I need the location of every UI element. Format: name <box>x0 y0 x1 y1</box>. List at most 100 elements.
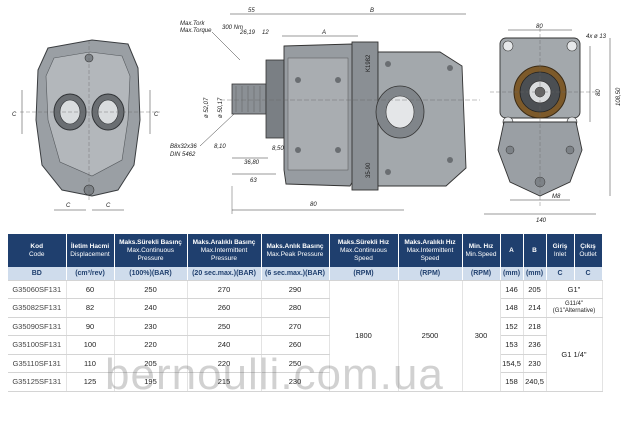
dim-rear-80v: 80 <box>596 89 602 96</box>
row-b: 240,5 <box>523 372 547 392</box>
unit-outlet: C <box>574 267 603 281</box>
dim-80: 80 <box>310 202 317 208</box>
row-inter-pressure: 270 <box>187 280 262 299</box>
dim-c-right: C <box>154 112 159 118</box>
row-inter-pressure: 260 <box>187 298 262 318</box>
row-peak-pressure: 250 <box>261 354 330 373</box>
row-a: 158 <box>500 372 524 392</box>
inlet-alt-main: G11/4" <box>564 300 584 307</box>
header-b: B <box>523 234 547 267</box>
dim-c-bottom-right: C <box>106 203 111 209</box>
row-a: 153 <box>500 335 524 355</box>
row-b: 230 <box>523 354 547 373</box>
unit-peak-pressure: (6 sec.max.)(BAR) <box>261 267 330 281</box>
unit-code: BD <box>8 267 67 281</box>
row-b: 205 <box>523 280 547 299</box>
dim-36-80: 36,80 <box>244 160 260 166</box>
unit-inter-pressure: (20 sec.max.)(BAR) <box>187 267 262 281</box>
row-a: 146 <box>500 280 524 299</box>
row-b: 214 <box>523 298 547 318</box>
spline-din: DIN 5462 <box>170 152 196 158</box>
row-b: 236 <box>523 335 547 355</box>
row-peak-pressure: 270 <box>261 317 330 336</box>
row-displacement: 125 <box>66 372 115 392</box>
row-code: G35060SF131 <box>8 280 67 299</box>
row-displacement: 110 <box>66 354 115 373</box>
dim-rear-80: 80 <box>536 24 543 30</box>
units-row: BD (cm³/rev) (100%)(BAR) (20 sec.max.)(B… <box>8 267 603 281</box>
table-row: G35060SF131 60 250 270 290 1800 2500 300… <box>8 280 603 392</box>
row-cont-pressure: 205 <box>114 354 188 373</box>
outlet-cell: G1 1/4" <box>546 317 603 392</box>
table-row: G35100SF131 100 220 240 260 153 236 <box>8 335 602 355</box>
row-code: G35125SF131 <box>8 372 67 392</box>
unit-cont-pressure: (100%)(BAR) <box>114 267 188 281</box>
row-cont-pressure: 230 <box>114 317 188 336</box>
row-displacement: 82 <box>66 298 115 318</box>
unit-inter-speed: (RPM) <box>398 267 463 281</box>
row-cont-pressure: 220 <box>114 335 188 355</box>
cont-speed-cell: 1800 <box>329 280 399 392</box>
row-cont-pressure: 195 <box>114 372 188 392</box>
row-code: G35100SF131 <box>8 335 67 355</box>
label-35-90: 35-90 <box>366 162 372 178</box>
inter-speed-cell: 2500 <box>398 280 463 392</box>
dim-m8: M8 <box>552 194 561 200</box>
row-cont-pressure: 240 <box>114 298 188 318</box>
table-row: G35090SF131 90 230 250 270 152 218 G1 1/… <box>8 317 603 392</box>
inlet-alt-note: (G1"Alternative) <box>552 307 596 314</box>
unit-displacement: (cm³/rev) <box>66 267 115 281</box>
row-peak-pressure: 230 <box>261 372 330 392</box>
dim-55: 55 <box>248 8 255 14</box>
table-row: G35110SF131 110 205 220 250 154,5 230 <box>8 354 602 373</box>
front-view: C C C C <box>12 39 160 211</box>
row-code: G35082SF131 <box>8 298 67 318</box>
dim-a: A <box>321 30 326 36</box>
row-code: G35110SF131 <box>8 354 67 373</box>
row-a: 154,5 <box>500 354 524 373</box>
dim-108-50: 108,50 <box>616 87 622 106</box>
dim-shaft-d2: ø 50,17 <box>218 97 224 118</box>
dim-63: 63 <box>250 178 257 184</box>
dim-26-19: 26,19 <box>239 30 256 36</box>
rear-view: 80 4x ø 13 80 108,50 M8 140 <box>484 24 622 224</box>
dim-8-10: 8,10 <box>214 144 226 150</box>
inlet-g1-cell: G1" <box>546 280 603 299</box>
header-a: A <box>500 234 524 267</box>
row-b: 218 <box>523 317 547 336</box>
dim-shaft-d1: ø 52,07 <box>204 97 210 118</box>
row-displacement: 90 <box>66 317 115 336</box>
row-code: G35090SF131 <box>8 317 67 336</box>
row-peak-pressure: 290 <box>261 280 330 299</box>
technical-drawing: C C C C Max.Tork Max.Torque 300 Nm 55 B … <box>12 8 622 224</box>
row-inter-pressure: 240 <box>187 335 262 355</box>
row-inter-pressure: 215 <box>187 372 262 392</box>
row-inter-pressure: 220 <box>187 354 262 373</box>
unit-a: (mm) <box>500 267 524 281</box>
row-inter-pressure: 250 <box>187 317 262 336</box>
dim-12: 12 <box>262 30 269 36</box>
row-cont-pressure: 250 <box>114 280 188 299</box>
min-speed-cell: 300 <box>462 280 501 392</box>
unit-cont-speed: (RPM) <box>329 267 399 281</box>
inlet-alt-cell: G11/4"(G1"Alternative) <box>546 298 603 318</box>
unit-inlet: C <box>546 267 575 281</box>
row-displacement: 60 <box>66 280 115 299</box>
row-a: 148 <box>500 298 524 318</box>
torque-label: Max.Tork <box>180 21 205 27</box>
row-displacement: 100 <box>66 335 115 355</box>
torque-label-en: Max.Torque <box>180 28 212 34</box>
row-peak-pressure: 260 <box>261 335 330 355</box>
dim-8-50: 8,50 <box>272 146 284 152</box>
